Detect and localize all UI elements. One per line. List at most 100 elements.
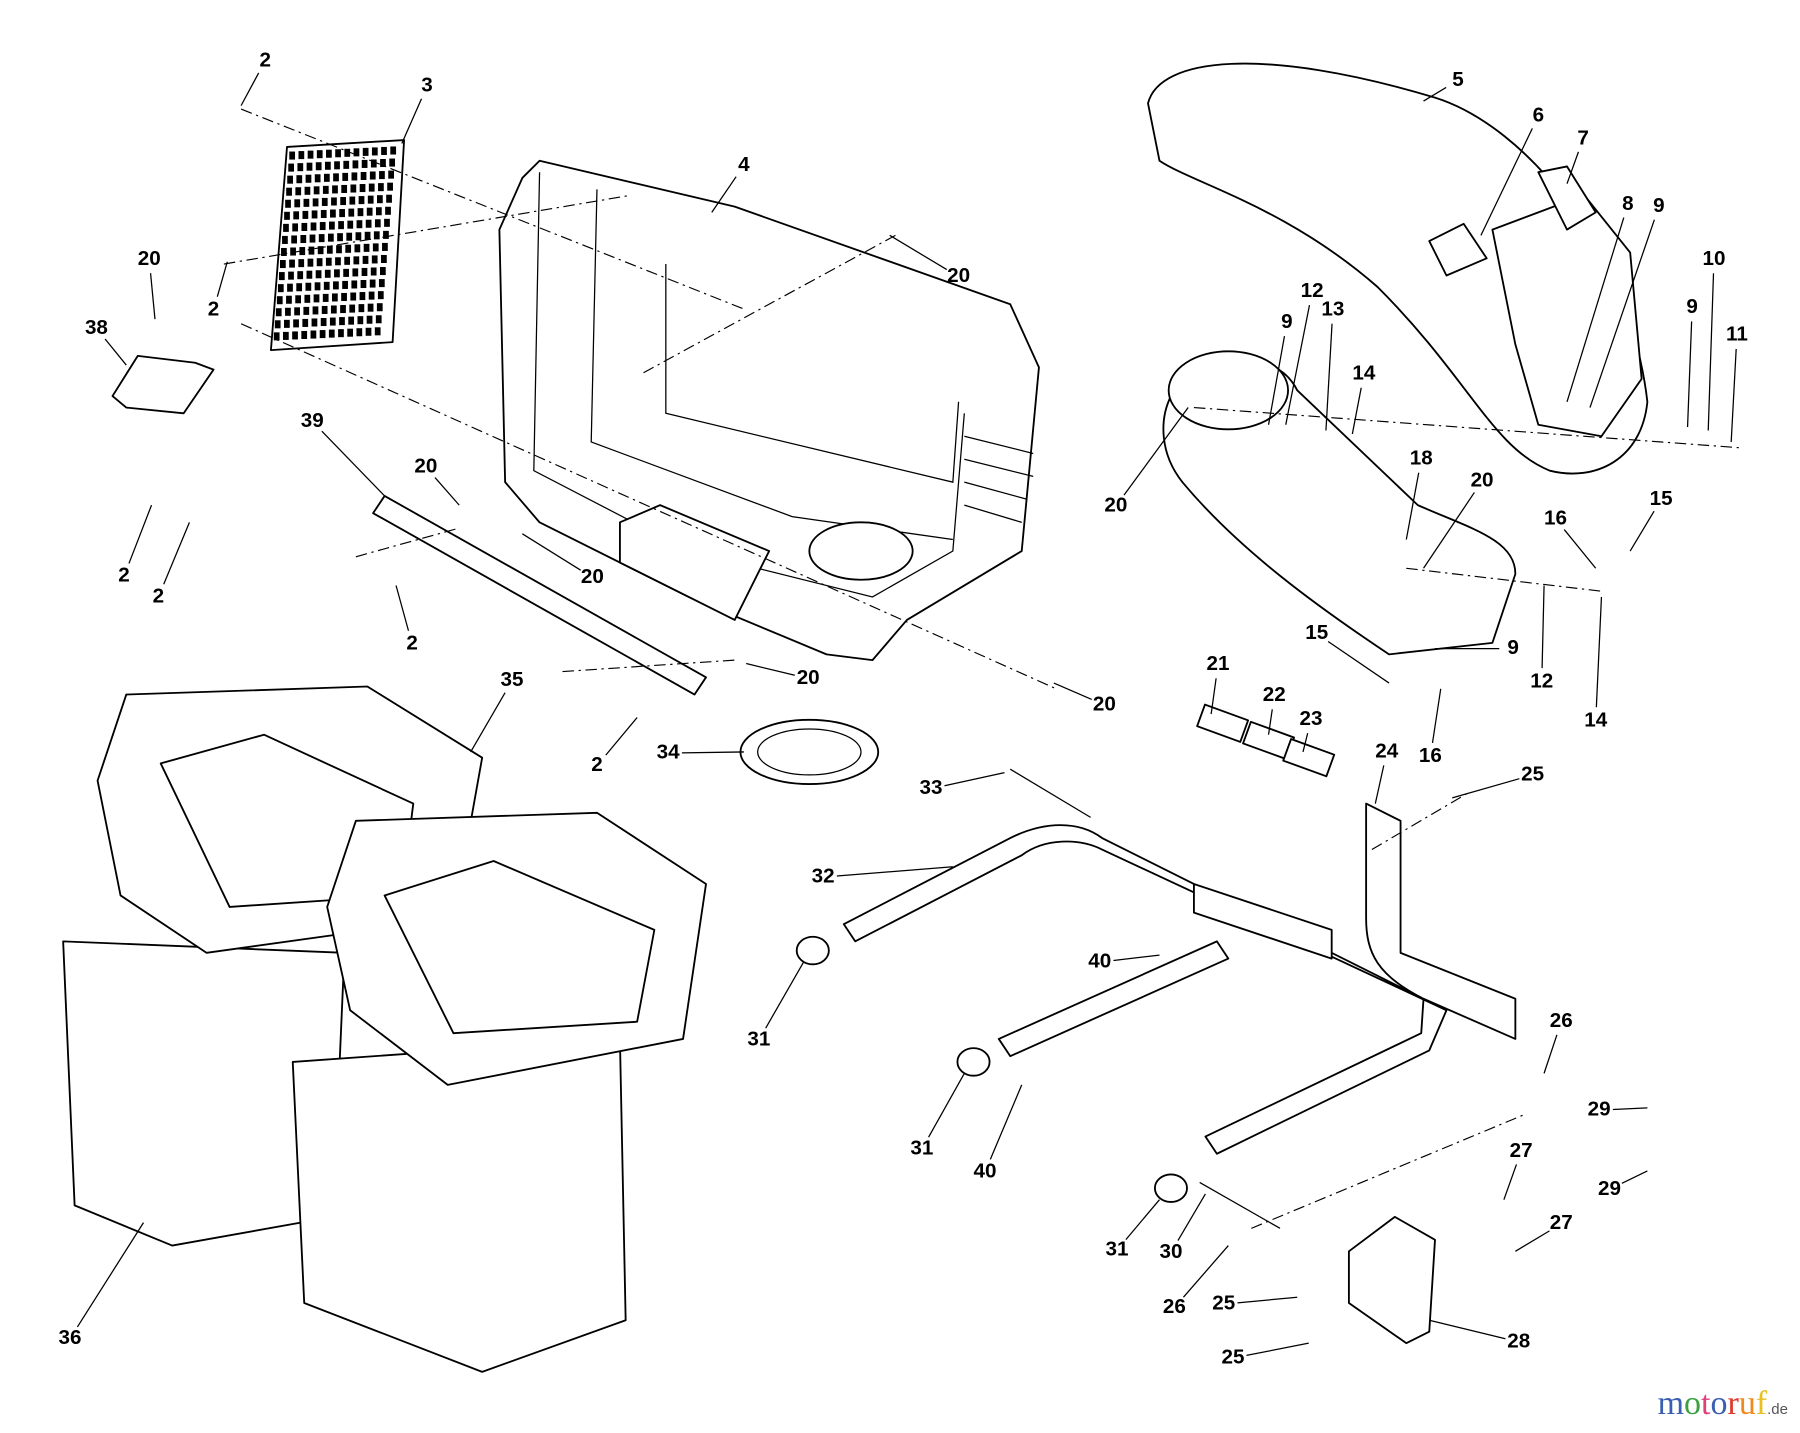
screen-mesh-cell (333, 173, 339, 182)
screen-mesh-cell (344, 148, 351, 157)
callout-number: 14 (1352, 362, 1375, 385)
screen-mesh-cell (368, 183, 375, 192)
screen-mesh-cell (367, 195, 374, 204)
leader-line (1589, 219, 1655, 408)
screen-mesh-cell (360, 171, 367, 181)
screen-mesh-cell (275, 308, 282, 317)
plate-part (372, 495, 707, 696)
spring-parts (1196, 703, 1336, 778)
leader-line (1210, 678, 1217, 715)
callout-number: 26 (1163, 1295, 1186, 1318)
leader-line (1374, 765, 1385, 804)
screen-mesh-cell (378, 183, 384, 192)
screen-mesh-cell (278, 272, 285, 281)
watermark-letter: f (1755, 1385, 1768, 1422)
leader-line (1125, 1199, 1160, 1241)
leader-line (605, 717, 638, 756)
screen-mesh-cell (324, 269, 331, 278)
callout-number: 20 (414, 455, 437, 478)
screen-mesh-cell (293, 319, 299, 328)
callout-number: 11 (1726, 323, 1748, 346)
callout-number: 29 (1588, 1098, 1611, 1121)
screen-mesh-cell (335, 149, 341, 158)
leader-line (104, 338, 127, 366)
screen-mesh-cell (348, 208, 355, 217)
screen-mesh-cell (294, 199, 301, 208)
screen-mesh-cell (311, 318, 318, 327)
callout-number: 38 (85, 316, 108, 339)
callout-number: 25 (1521, 762, 1544, 785)
screen-mesh-cell (355, 232, 362, 241)
screen-mesh-cell (292, 331, 298, 340)
screen-mesh-cell (375, 207, 382, 216)
screen-mesh-cell (320, 209, 327, 219)
leader-line (1543, 1034, 1558, 1074)
leader-line (1285, 304, 1311, 425)
leader-line (76, 1222, 145, 1328)
screen-mesh-cell (340, 196, 347, 206)
screen-mesh-cell (354, 244, 361, 253)
screen-mesh-cell (321, 305, 328, 314)
screen-mesh-cell (297, 271, 304, 280)
deflector-tube-part (1162, 350, 1517, 656)
watermark-letter: u (1738, 1385, 1756, 1422)
leader-line (1267, 709, 1273, 735)
leader-line (1686, 321, 1693, 428)
screen-mesh-cell (295, 187, 302, 196)
screen-mesh-cell (281, 247, 287, 257)
screen-mesh-cell (346, 232, 353, 241)
screen-mesh-cell (341, 292, 347, 302)
screen-mesh-cell (315, 162, 322, 171)
callout-number: 40 (1088, 949, 1111, 972)
screen-mesh-cell (292, 223, 299, 232)
screen-mesh-cell (316, 150, 323, 159)
callout-number: 20 (947, 264, 970, 287)
leader-line (1053, 682, 1092, 700)
callout-number: 16 (1419, 744, 1442, 767)
screen-mesh-cell (314, 174, 321, 183)
screen-mesh-cell (351, 172, 358, 181)
screen-mesh-cell (356, 328, 363, 337)
screen-mesh-cell (373, 231, 380, 240)
watermark-suffix: .de (1767, 1401, 1788, 1418)
leader-line (1621, 1170, 1648, 1184)
leader-line (1351, 387, 1362, 435)
screen-mesh-cell (298, 259, 305, 268)
screen-mesh-cell (291, 235, 297, 244)
screen-mesh-cell (289, 151, 296, 160)
screen-mesh-cell (359, 292, 366, 301)
callout-number: 25 (1221, 1346, 1244, 1369)
screen-mesh-cell (384, 218, 390, 227)
leader-line (240, 72, 260, 106)
screen-mesh-cell (318, 234, 325, 243)
screen-mesh-cell (307, 150, 314, 159)
leader-line (1629, 510, 1655, 552)
screen-mesh-cell (379, 267, 386, 276)
leader-line (944, 771, 1005, 787)
screen-mesh-cell (305, 282, 312, 291)
chute-part (1147, 62, 1649, 475)
screen-mesh-cell (285, 307, 291, 316)
screen-mesh-cell (312, 198, 319, 207)
screen-mesh-cell (362, 255, 369, 264)
callout-number: 7 (1577, 126, 1589, 149)
screen-mesh-cell (303, 306, 310, 315)
screen-mesh-cell (274, 320, 281, 329)
frame-part (795, 768, 1448, 1203)
screen-mesh-cell (369, 279, 376, 288)
screen-mesh-cell (359, 184, 366, 193)
leader-line (1563, 529, 1597, 569)
screen-mesh-cell (300, 234, 307, 244)
callout-number: 27 (1550, 1211, 1573, 1234)
callout-number: 16 (1544, 506, 1567, 529)
leader-line (1515, 1230, 1550, 1252)
screen-mesh-cell (320, 317, 327, 327)
screen-mesh-cell (365, 219, 372, 228)
callout-number: 24 (1375, 739, 1398, 762)
screen-mesh-cell (301, 222, 308, 231)
leader-line (401, 98, 423, 144)
leader-line (1237, 1296, 1298, 1304)
callout-number: 32 (812, 865, 835, 888)
